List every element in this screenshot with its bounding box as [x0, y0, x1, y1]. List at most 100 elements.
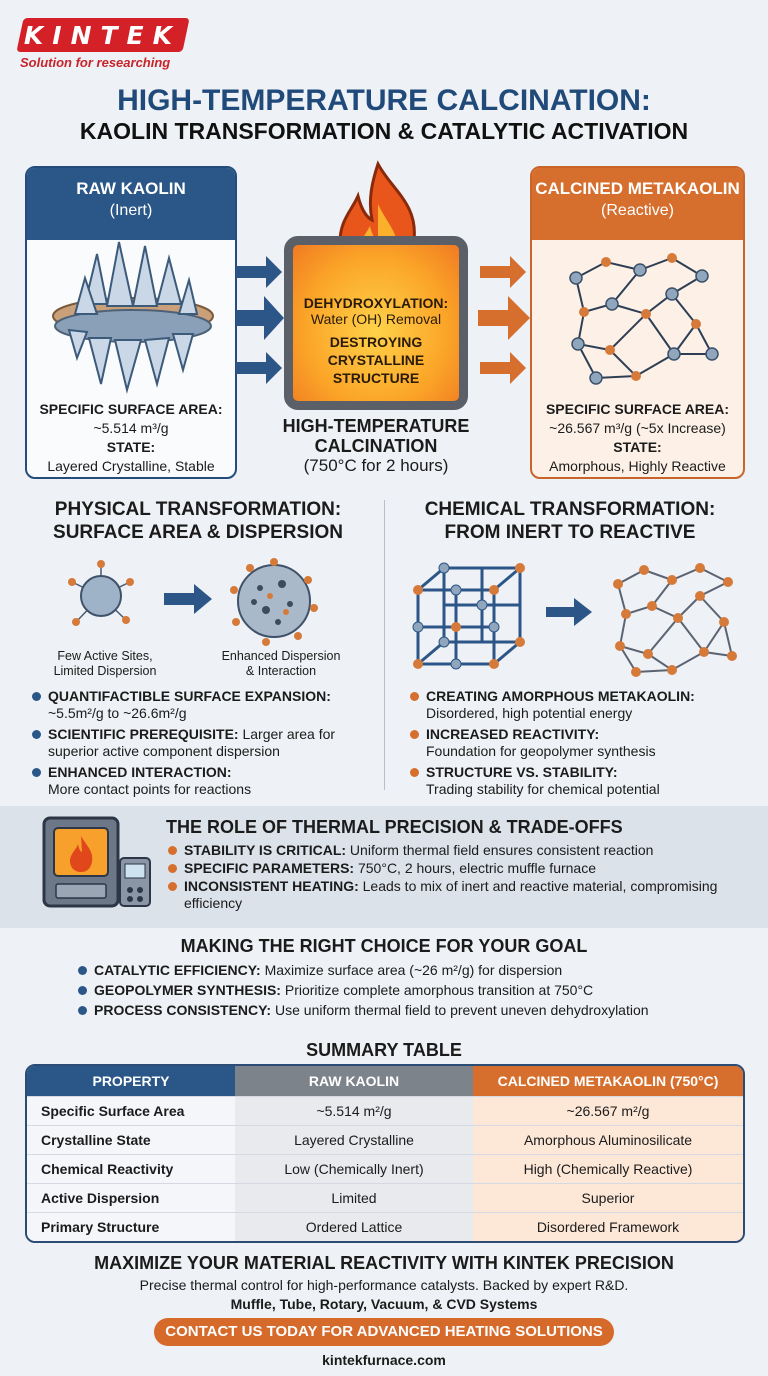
caption-few-sites-b: Limited Dispersion: [53, 664, 157, 678]
header-raw: RAW KAOLIN: [235, 1066, 473, 1096]
bullet-text: Disordered, high potential energy: [426, 705, 633, 721]
precision-bullet: INCONSISTENT HEATING: Leads to mix of in…: [166, 878, 736, 912]
cta-headline: MAXIMIZE YOUR MATERIAL REACTIVITY WITH K…: [94, 1253, 674, 1273]
header-property: PROPERTY: [27, 1066, 235, 1096]
cell-raw: Low (Chemically Inert): [235, 1153, 473, 1183]
calc-state-value: Amorphous, Highly Reactive: [549, 458, 726, 474]
bullet-label: SCIENTIFIC PREREQUISITE:: [48, 726, 239, 742]
precision-title: THE ROLE OF THERMAL PRECISION & TRADE-OF…: [166, 817, 623, 837]
cell-calcined: Disordered Framework: [473, 1211, 743, 1241]
chemical-bullet: CREATING AMORPHOUS METAKAOLIN:Disordered…: [408, 688, 748, 722]
bullet-text: Maximize surface area (~26 m²/g) for dis…: [260, 962, 563, 978]
caption-enhanced-a: Enhanced Dispersion: [221, 649, 341, 663]
bullet-label: INCONSISTENT HEATING:: [184, 878, 359, 894]
section-divider: [384, 500, 385, 790]
cell-property: Chemical Reactivity: [27, 1153, 235, 1183]
caption-few-sites-a: Few Active Sites,: [57, 649, 153, 663]
physical-bullet: ENHANCED INTERACTION:More contact points…: [30, 764, 380, 798]
crystal-illustration: [52, 241, 214, 394]
metakaolin-sub: (Reactive): [601, 202, 674, 219]
metakaolin-name: CALCINED METAKAOLIN: [535, 179, 740, 198]
physical-bullet: SCIENTIFIC PREREQUISITE: Larger area for…: [30, 726, 380, 760]
chemical-bullet: INCREASED REACTIVITY:Foundation for geop…: [408, 726, 748, 760]
cell-calcined: Superior: [473, 1182, 743, 1212]
bullet-text: Prioritize complete amorphous transition…: [280, 982, 594, 998]
kiln-line2: Water (OH) Removal: [310, 311, 442, 327]
kintek-logo: KINTEK: [16, 18, 190, 52]
arrow-right-icon: [164, 584, 212, 614]
physical-title-b: SURFACE AREA & DISPERSION: [53, 522, 343, 543]
chemical-bullet: STRUCTURE VS. STABILITY:Trading stabilit…: [408, 764, 748, 798]
arrow-right-icon: [546, 598, 592, 626]
choice-title: MAKING THE RIGHT CHOICE FOR YOUR GOAL: [180, 936, 588, 956]
particle-few-sites-icon: [68, 560, 134, 626]
raw-state-value: Layered Crystalline, Stable: [47, 458, 215, 474]
summary-table: PROPERTY RAW KAOLIN CALCINED METAKAOLIN …: [25, 1064, 745, 1243]
calc-caption-c: (750°C for 2 hours): [303, 456, 449, 475]
contact-button[interactable]: CONTACT US TODAY FOR ADVANCED HEATING SO…: [154, 1318, 614, 1346]
crystal-lattice-icon: [412, 562, 525, 670]
cta-systems: Muffle, Tube, Rotary, Vacuum, & CVD Syst…: [230, 1296, 538, 1312]
amorphous-framework-icon: [613, 563, 737, 677]
calcination-kiln: DEHYDROXYLATION: Water (OH) Removal DEST…: [284, 236, 468, 410]
cell-property: Crystalline State: [27, 1124, 235, 1154]
muffle-furnace-icon: [42, 816, 151, 908]
calc-ssa-label: SPECIFIC SURFACE AREA:: [545, 401, 730, 417]
cell-raw: ~5.514 m²/g: [235, 1095, 473, 1125]
caption-enhanced: Enhanced Dispersion & Interaction: [196, 649, 366, 679]
kiln-line3a: DESTROYING: [329, 334, 423, 350]
precision-bullet: SPECIFIC PARAMETERS: 750°C, 2 hours, ele…: [166, 860, 736, 877]
caption-enhanced-b: & Interaction: [245, 664, 317, 678]
bullet-text: Foundation for geopolymer synthesis: [426, 743, 656, 759]
raw-kaolin-card: RAW KAOLIN (Inert) SPECIFIC SURFACE AREA…: [25, 166, 237, 479]
physical-bullet: QUANTIFACTIBLE SURFACE EXPANSION:~5.5m²/…: [30, 688, 380, 722]
caption-few-sites: Few Active Sites, Limited Dispersion: [30, 649, 180, 679]
bullet-label: QUANTIFACTIBLE SURFACE EXPANSION:: [48, 688, 331, 704]
choice-bullet: GEOPOLYMER SYNTHESIS: Prioritize complet…: [76, 982, 736, 999]
bullet-label: INCREASED REACTIVITY:: [426, 726, 600, 742]
choice-bullet: CATALYTIC EFFICIENCY: Maximize surface a…: [76, 962, 736, 979]
choice-bullet: PROCESS CONSISTENCY: Use uniform thermal…: [76, 1002, 736, 1019]
precision-bullets: STABILITY IS CRITICAL: Uniform thermal f…: [166, 842, 736, 916]
metakaolin-header: CALCINED METAKAOLIN (Reactive): [532, 168, 743, 240]
raw-ssa-label: SPECIFIC SURFACE AREA:: [39, 401, 223, 417]
cell-property: Specific Surface Area: [27, 1095, 235, 1125]
kiln-line3b: CRYSTALLINE: [327, 352, 425, 368]
bullet-label: ENHANCED INTERACTION:: [48, 764, 232, 780]
physical-bullets: QUANTIFACTIBLE SURFACE EXPANSION:~5.5m²/…: [30, 688, 380, 802]
calcination-caption: HIGH-TEMPERATURE CALCINATION (750°C for …: [270, 416, 482, 476]
chemical-title-b: FROM INERT TO REACTIVE: [444, 522, 696, 543]
cell-calcined: Amorphous Aluminosilicate: [473, 1124, 743, 1154]
bullet-label: CATALYTIC EFFICIENCY:: [94, 962, 261, 978]
cell-calcined: High (Chemically Reactive): [473, 1153, 743, 1183]
physical-title-a: PHYSICAL TRANSFORMATION:: [54, 499, 342, 520]
amorphous-network-illustration: [569, 253, 719, 385]
cell-calcined: ~26.567 m²/g: [473, 1095, 743, 1125]
raw-kaolin-header: RAW KAOLIN (Inert): [27, 168, 235, 240]
bullet-text: ~5.5m²/g to ~26.6m²/g: [48, 705, 187, 721]
bullet-text: Use uniform thermal field to prevent une…: [271, 1002, 649, 1018]
main-title: HIGH-TEMPERATURE CALCINATION:: [117, 84, 651, 117]
website-link[interactable]: kintekfurnace.com: [322, 1352, 446, 1368]
raw-kaolin-name: RAW KAOLIN: [76, 179, 186, 198]
choice-bullets: CATALYTIC EFFICIENCY: Maximize surface a…: [76, 962, 736, 1023]
main-subtitle: KAOLIN TRANSFORMATION & CATALYTIC ACTIVA…: [79, 118, 689, 144]
chemical-title-a: CHEMICAL TRANSFORMATION:: [424, 499, 716, 520]
tagline: Solution for researching: [20, 55, 171, 70]
bullet-text: 750°C, 2 hours, electric muffle furnace: [354, 860, 596, 876]
table-row: Specific Surface Area~5.514 m²/g~26.567 …: [27, 1095, 743, 1125]
particle-enhanced-icon: [230, 558, 318, 646]
kiln-line3c: STRUCTURE: [332, 370, 420, 386]
bullet-text: Trading stability for chemical potential: [426, 781, 660, 797]
bullet-label: STABILITY IS CRITICAL:: [184, 842, 347, 858]
bullet-text: More contact points for reactions: [48, 781, 252, 797]
cell-property: Active Dispersion: [27, 1182, 235, 1212]
cta-sub: Precise thermal control for high-perform…: [139, 1277, 629, 1293]
cell-raw: Layered Crystalline: [235, 1124, 473, 1154]
cell-raw: Limited: [235, 1182, 473, 1212]
metakaolin-card: CALCINED METAKAOLIN (Reactive) SPECIFIC …: [530, 166, 745, 479]
